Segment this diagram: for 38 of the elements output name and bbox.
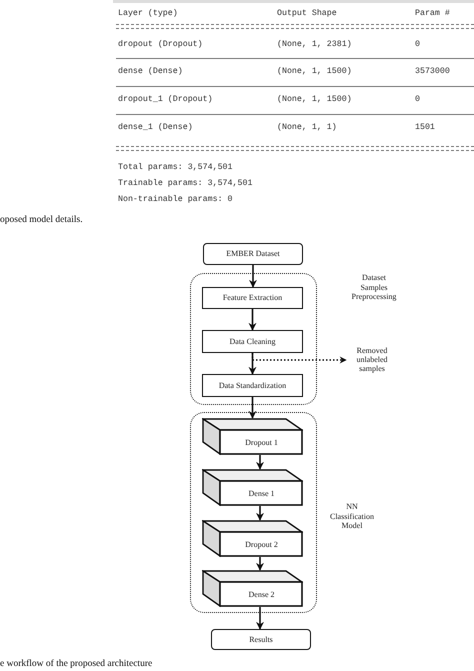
table-cell: dense (Dense)	[118, 67, 183, 77]
table-cell: 3573000	[415, 67, 450, 77]
summary-text: Non-trainable params: 0	[118, 195, 233, 205]
group-label: NN Classification Model	[329, 502, 375, 531]
arrow	[248, 397, 256, 419]
process-group	[190, 412, 376, 613]
table-cell: (None, 1, 1500)	[277, 95, 352, 105]
terminal-box: EMBER Dataset	[203, 243, 303, 265]
table-cell: 0	[415, 95, 420, 105]
figure-caption: e workflow of the proposed architecture	[0, 659, 152, 669]
table-cell: (None, 1, 2381)	[277, 40, 352, 50]
table-cell: (None, 1, 1500)	[277, 67, 352, 77]
table-cell: 0	[415, 40, 420, 50]
group-label: Dataset Samples Preprocessing	[350, 273, 398, 302]
arrow	[248, 309, 256, 331]
summary-text: Total params: 3,574,501	[118, 163, 233, 173]
figure-caption: oposed model details.	[0, 215, 83, 225]
process-box: Data Cleaning	[202, 330, 303, 353]
table-cell: dropout_1 (Dropout)	[118, 95, 213, 105]
process-box: Feature Extraction	[202, 287, 303, 309]
arrow	[256, 557, 264, 571]
arrow	[256, 607, 264, 630]
arrow	[248, 353, 256, 375]
arrow	[249, 265, 257, 288]
arrow	[252, 353, 347, 364]
table-cell: (None, 1, 1)	[277, 123, 337, 133]
table-cell: 1501	[415, 123, 435, 133]
arrow	[256, 455, 264, 470]
table-cell: Output Shape	[277, 9, 337, 19]
arrow	[256, 506, 264, 521]
note-text: Removed unlabeled samples	[346, 345, 398, 374]
terminal-box: Results	[211, 629, 311, 650]
process-box: Data Standardization	[202, 374, 303, 397]
table-cell: Param #	[415, 9, 450, 19]
table-cell: dense_1 (Dense)	[118, 123, 193, 133]
table-cell: Layer (type)	[118, 9, 178, 19]
table-cell: dropout (Dropout)	[118, 40, 203, 50]
summary-text: Trainable params: 3,574,501	[118, 179, 252, 189]
